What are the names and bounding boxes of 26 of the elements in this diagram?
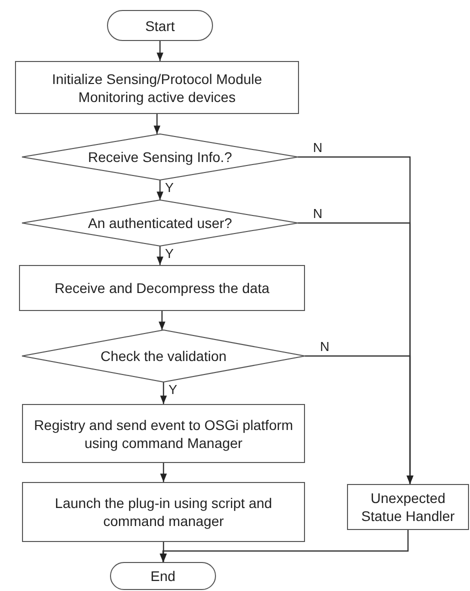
edge-label: N [319, 340, 330, 354]
end-terminator: End [110, 562, 216, 590]
edge-label: N [312, 141, 324, 155]
process-box: Registry and send event to OSGi platform using command Manager [22, 404, 305, 463]
edge-label: N [312, 207, 324, 221]
edge-label: Y [164, 247, 175, 261]
process-box: Receive and Decompress the data [19, 265, 305, 311]
arrow [305, 355, 414, 484]
handler-box: Unexpected Statue Handler [347, 484, 469, 530]
arrow [156, 41, 164, 61]
arrow [160, 463, 167, 482]
arrow [156, 180, 164, 200]
decision-diamond: An authenticated user? [22, 200, 298, 246]
process-box: Initialize Sensing/Protocol Module Monitoring active devices [15, 61, 299, 114]
arrow [156, 246, 164, 265]
arrow [160, 382, 167, 404]
decision-diamond: Check the validation [22, 330, 305, 382]
arrow [160, 542, 167, 562]
decision-diamond: Receive Sensing Info.? [22, 134, 298, 180]
process-box: Launch the plug-in using script and command manager [22, 482, 305, 542]
edge-label: Y [164, 181, 175, 195]
arrow [160, 530, 409, 562]
arrow [154, 114, 160, 134]
arrow [158, 311, 166, 330]
start-terminator: Start [107, 10, 213, 41]
edge-label: Y [168, 383, 178, 397]
